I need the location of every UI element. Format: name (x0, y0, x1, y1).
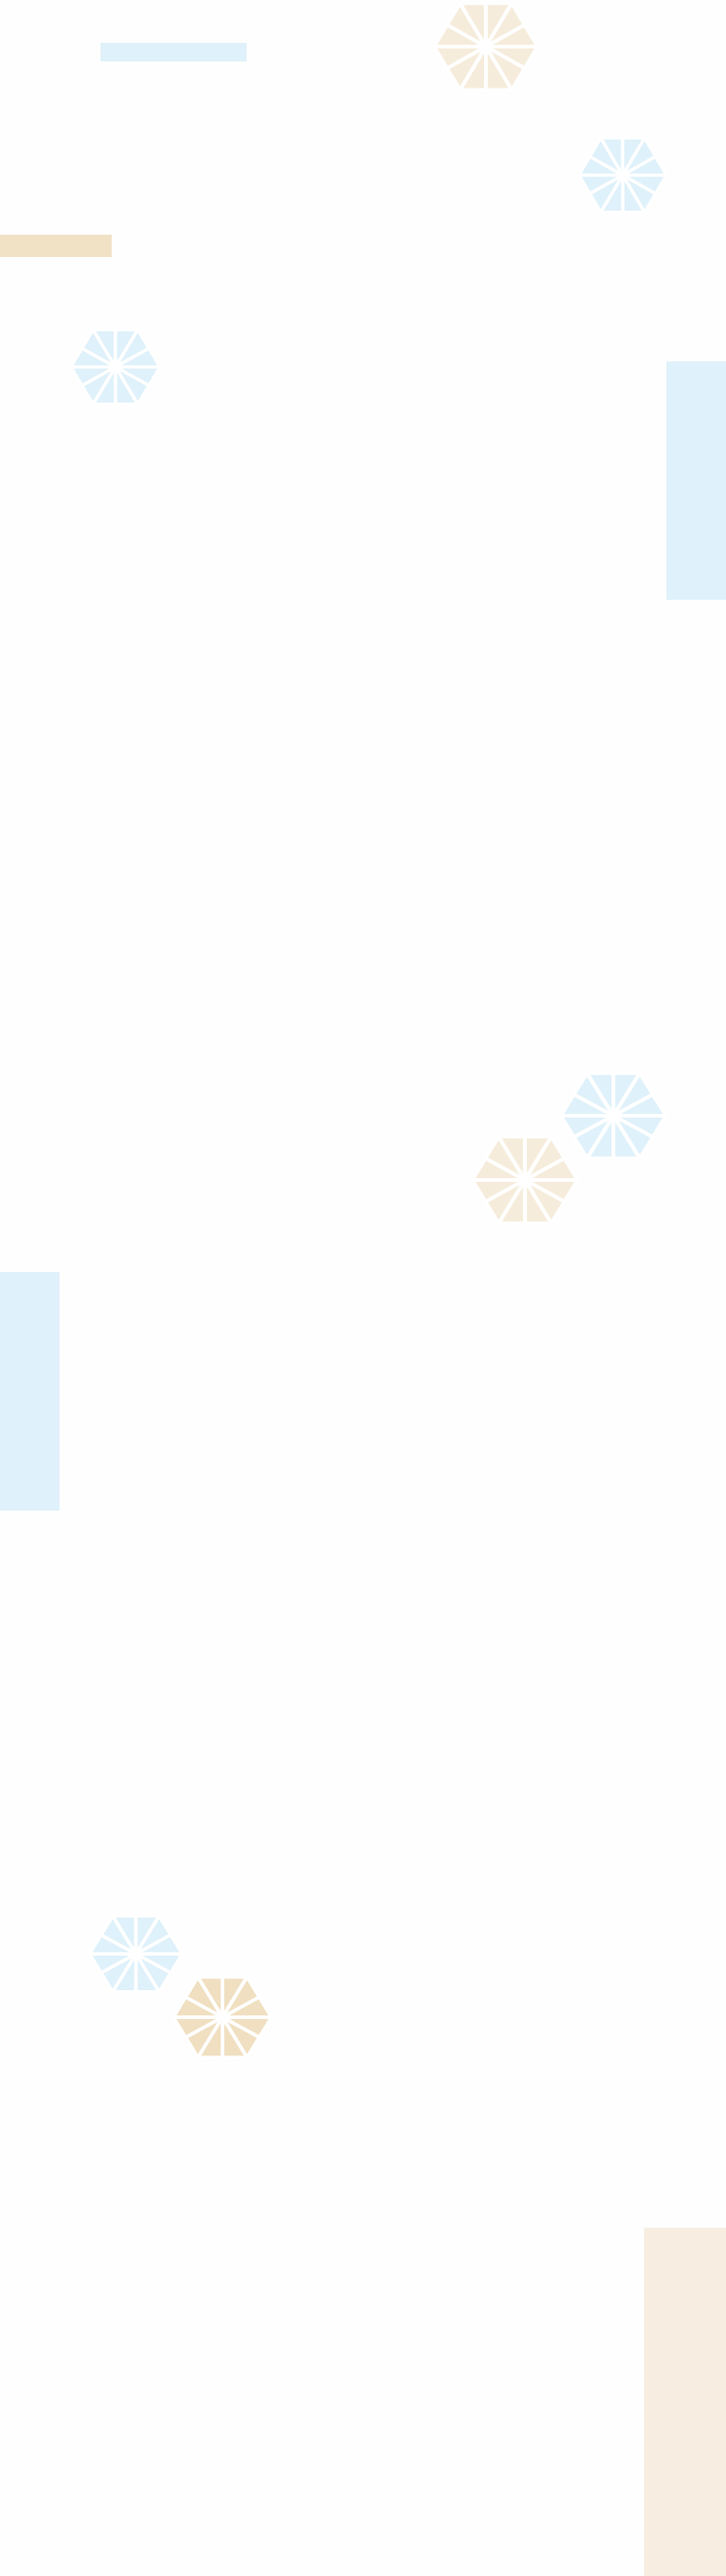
snowflake-shape (558, 1071, 668, 1160)
snowflake-facet (611, 1092, 668, 1118)
snowflake-hex-bottom-left-tan (171, 1969, 274, 2066)
snowflake-shape (171, 1974, 274, 2060)
snowflake-facet (221, 1995, 274, 2019)
snowflake-hex-mid-right-blue (558, 1064, 668, 1167)
left-blue-panel (0, 1272, 60, 1511)
bottom-right-cream-panel (644, 2228, 726, 2576)
left-tan-strip (0, 235, 112, 257)
snowflake-shape (432, 1, 540, 92)
snowflake-hex-mid-right-cream (470, 1128, 580, 1232)
snowflake-facet (134, 1932, 184, 1956)
snowflake-shape (87, 1914, 184, 1994)
snowflake-facet (522, 1156, 580, 1182)
snowflake-shape (577, 136, 668, 214)
snowflake-hex-bottom-left-blue (87, 1908, 184, 2000)
snowflake-hex-top-center (432, 0, 540, 99)
top-blue-strip (101, 43, 247, 61)
snowflake-shape (470, 1134, 580, 1226)
snowflake-hex-top-right (577, 130, 668, 220)
snowflake-facet (114, 346, 162, 369)
snowflake-hex-left (69, 322, 162, 412)
right-blue-panel (666, 361, 726, 600)
snowflake-facet (621, 155, 668, 177)
snowflake-shape (69, 328, 162, 406)
snowflake-facet (483, 22, 540, 48)
